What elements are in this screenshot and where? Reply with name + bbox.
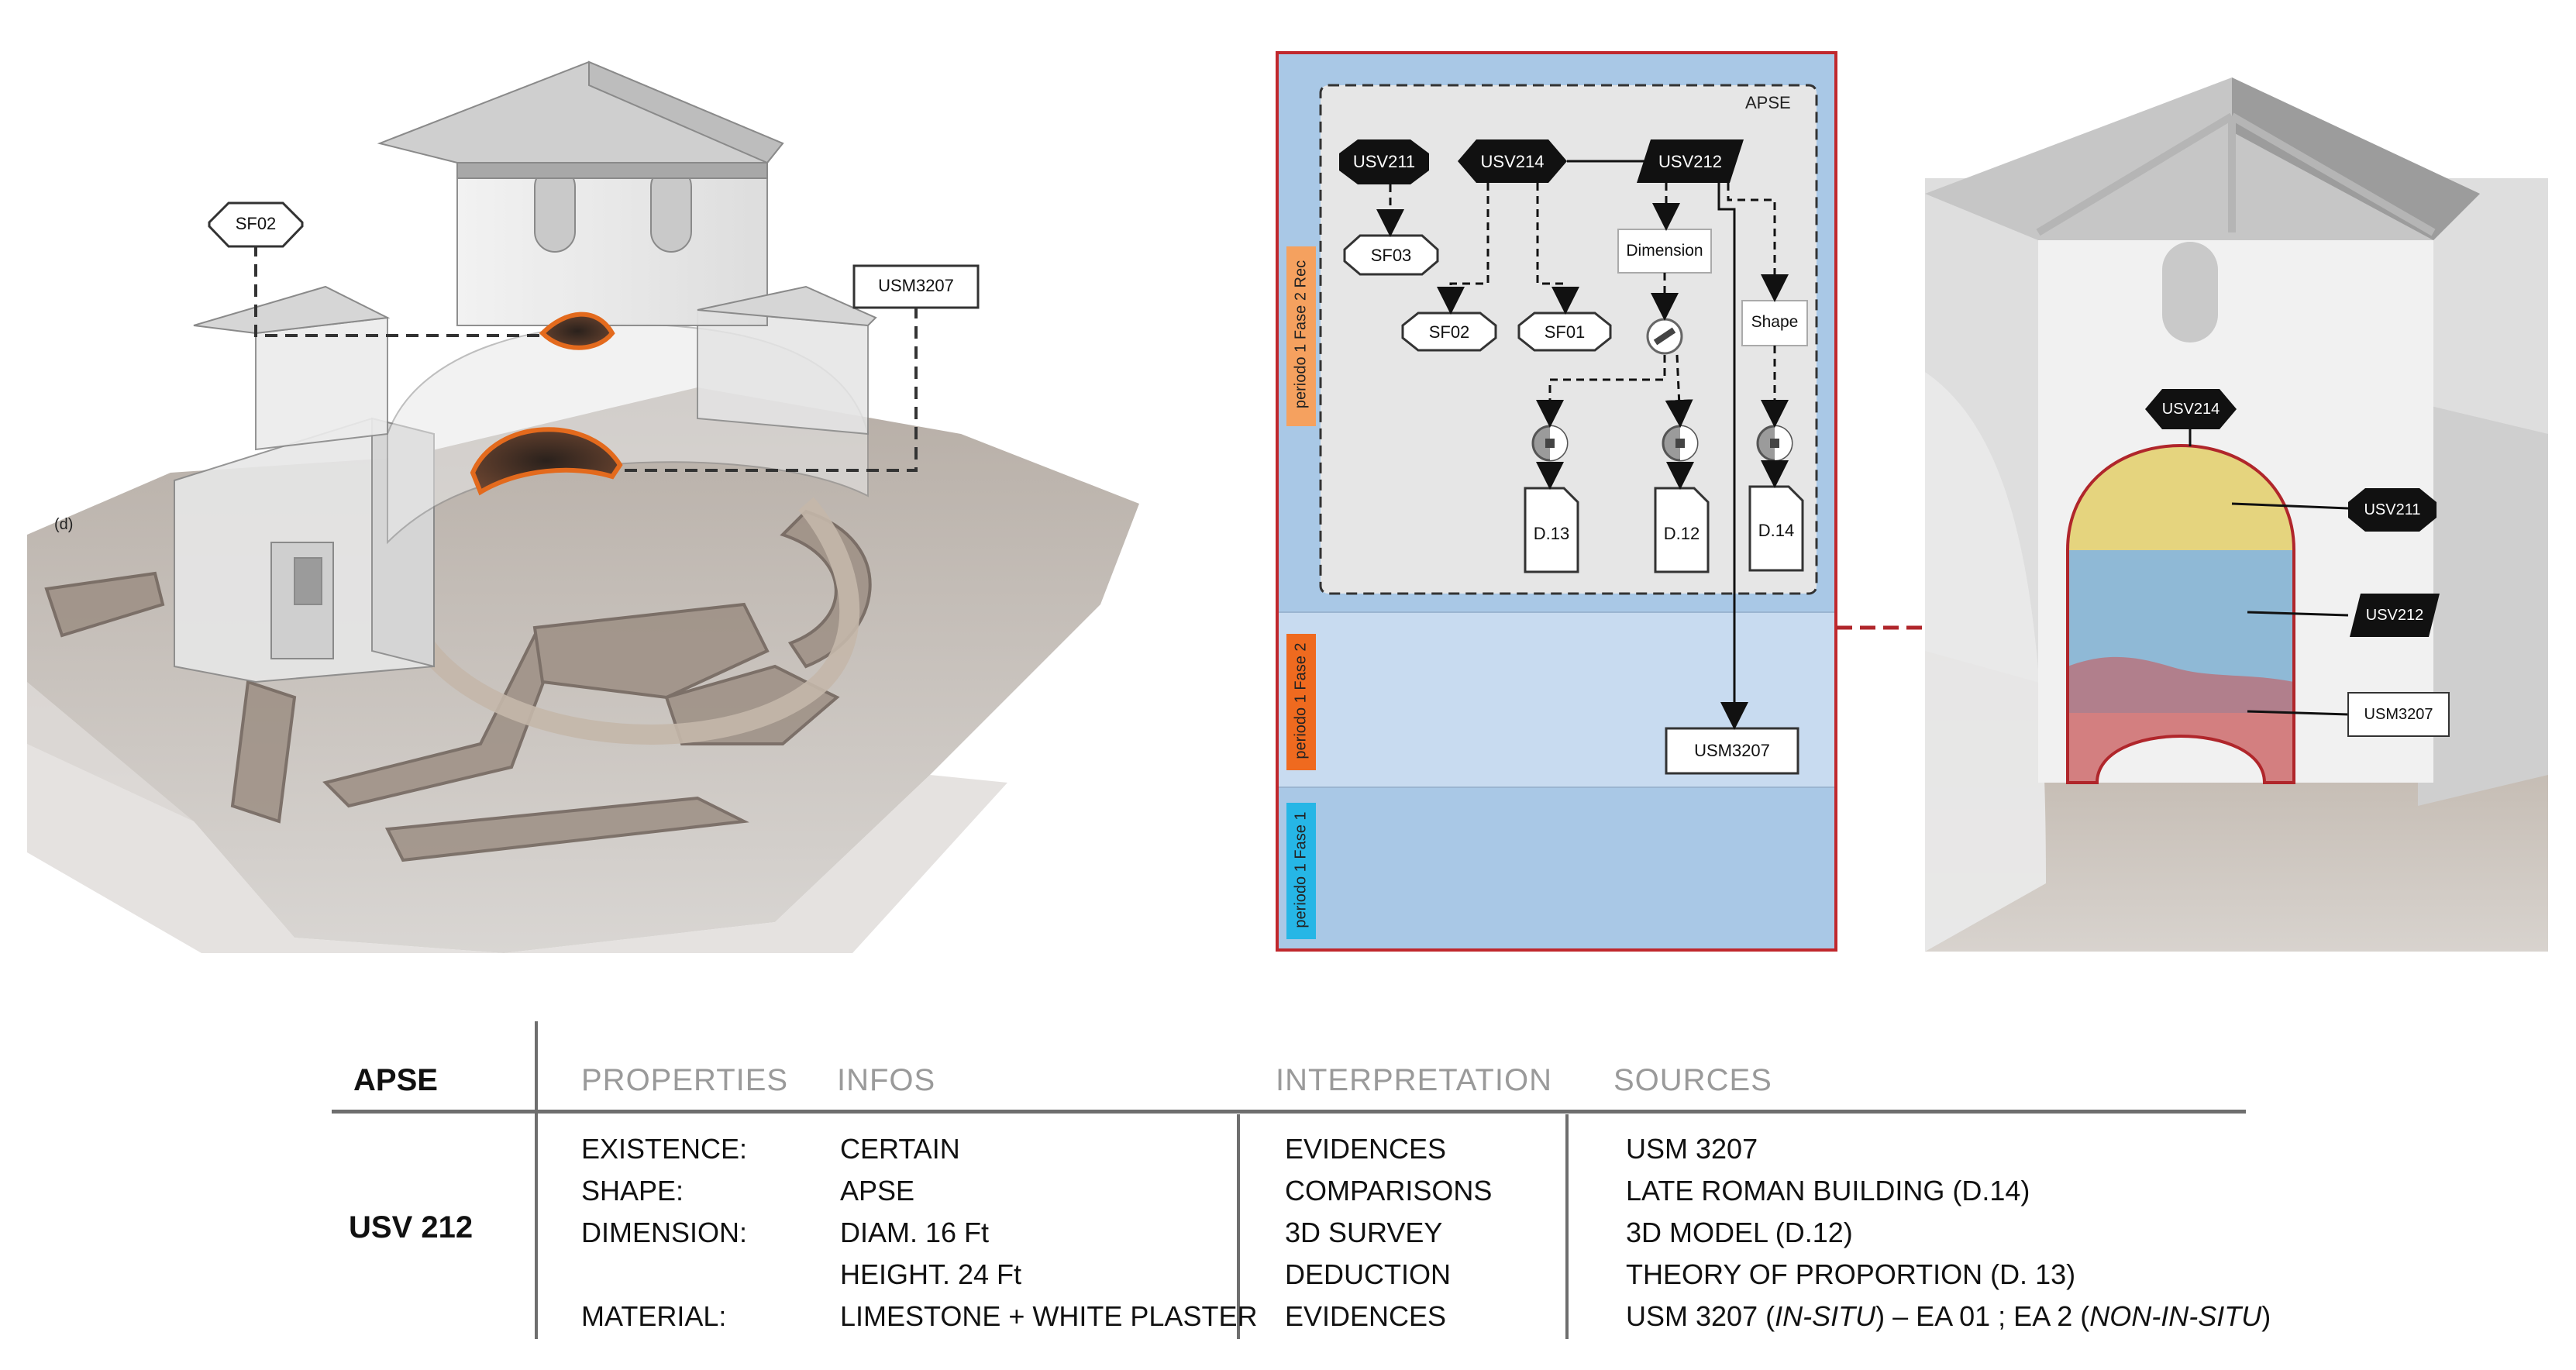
node-sf01-label: SF01 bbox=[1544, 322, 1586, 342]
label-d: (d) bbox=[54, 516, 74, 533]
section-roof bbox=[1925, 77, 2480, 240]
node-shape bbox=[1741, 300, 1808, 346]
row-2-info: APSE bbox=[840, 1175, 915, 1206]
right-label-usv212: USV212 bbox=[2365, 607, 2424, 624]
node-usv214-label: USV214 bbox=[1480, 152, 1545, 171]
building-body bbox=[174, 60, 877, 683]
label-usv214-shape bbox=[2145, 389, 2237, 429]
apse-wall-ground bbox=[393, 497, 860, 745]
row-5-source: USM 3207 (IN-SITU) – EA 01 ; EA 2 (NON-I… bbox=[1626, 1300, 2271, 1332]
stone-foundations bbox=[44, 509, 872, 862]
node-sf03 bbox=[1343, 234, 1439, 276]
row-1-interpretation: EVIDENCES bbox=[1285, 1133, 1447, 1165]
right-label-usv211: USV211 bbox=[2364, 501, 2421, 518]
row-3-source: 3D MODEL (D.12) bbox=[1626, 1217, 1853, 1248]
row-3-interpretation: 3D SURVEY bbox=[1285, 1217, 1443, 1248]
section-right-wall bbox=[2418, 403, 2548, 806]
group-apse-label: APSE bbox=[1745, 93, 1791, 112]
label-usv211-shape bbox=[2348, 488, 2437, 532]
node-usm3207-label: USM3207 bbox=[1694, 741, 1770, 760]
table-col-divider-2 bbox=[1237, 1114, 1240, 1339]
callout-sf02-shape bbox=[208, 201, 304, 248]
leader-usm3207 bbox=[620, 306, 918, 472]
apse-outline bbox=[2066, 444, 2295, 784]
node-dimension-label: Dimension bbox=[1626, 242, 1703, 260]
layer-usm3207 bbox=[2068, 713, 2294, 783]
node-d12-label: D.12 bbox=[1663, 524, 1700, 543]
callout-usm3207-shape bbox=[852, 264, 980, 309]
row-3-info: DIAM. 16 Ft bbox=[840, 1217, 990, 1248]
header-interpretation: INTERPRETATION bbox=[1276, 1063, 1552, 1097]
node-sf01 bbox=[1517, 312, 1612, 352]
vault-usm3207 bbox=[470, 427, 623, 496]
section-left-wall bbox=[1925, 372, 2046, 952]
node-usv214 bbox=[1458, 139, 1567, 183]
phase-tab-fase2 bbox=[1286, 634, 1316, 770]
row-2-property: SHAPE: bbox=[581, 1175, 684, 1206]
node-usv211 bbox=[1339, 139, 1429, 184]
lane-fase1 bbox=[1277, 787, 1836, 950]
node-d13-label: D.13 bbox=[1533, 524, 1570, 543]
header-infos: INFOS bbox=[837, 1063, 936, 1097]
table-top-rule bbox=[332, 1110, 2246, 1114]
row-3-property: DIMENSION: bbox=[581, 1217, 748, 1248]
extractor-icon-d14 bbox=[1756, 425, 1793, 462]
combiner-icon bbox=[1646, 318, 1683, 355]
row-5-interpretation: EVIDENCES bbox=[1285, 1300, 1447, 1332]
row-5-property: MATERIAL: bbox=[581, 1300, 727, 1332]
phase-tab-fase1 bbox=[1286, 803, 1316, 939]
row-4-source: THEORY OF PROPORTION (D. 13) bbox=[1626, 1258, 2076, 1290]
header-properties: PROPERTIES bbox=[581, 1063, 789, 1097]
leader-sf02 bbox=[254, 244, 542, 337]
header-sources: SOURCES bbox=[1613, 1063, 1772, 1097]
node-shape-label: Shape bbox=[1751, 313, 1799, 331]
right-label-usv214: USV214 bbox=[2161, 401, 2220, 418]
table-col-divider-3 bbox=[1565, 1114, 1569, 1339]
row-5-info: LIMESTONE + WHITE PLASTER bbox=[840, 1300, 1258, 1332]
extractor-icon-d12 bbox=[1662, 425, 1699, 462]
layer-usv211 bbox=[2068, 446, 2294, 550]
node-d14-label: D.14 bbox=[1758, 521, 1795, 540]
callout-usm3207-label: USM3207 bbox=[878, 276, 954, 295]
row-1-source: USM 3207 bbox=[1626, 1133, 1758, 1165]
row-4-interpretation: DEDUCTION bbox=[1285, 1258, 1451, 1290]
row-4-info: HEIGHT. 24 Ft bbox=[840, 1258, 1022, 1290]
table-col-divider-1 bbox=[535, 1021, 538, 1339]
row-2-interpretation: COMPARISONS bbox=[1285, 1175, 1493, 1206]
node-usm3207 bbox=[1665, 727, 1799, 775]
row-1-info: CERTAIN bbox=[840, 1133, 960, 1165]
node-sf03-label: SF03 bbox=[1370, 246, 1412, 265]
diagram-border bbox=[1276, 51, 1837, 952]
right-label-usm3207: USM3207 bbox=[2364, 706, 2433, 723]
row-1-property: EXISTENCE: bbox=[581, 1133, 748, 1165]
node-usv212-label: USV212 bbox=[1658, 152, 1722, 171]
table-section: APSE bbox=[353, 1063, 438, 1097]
node-dimension bbox=[1617, 229, 1712, 274]
edge-usv212-usm3207 bbox=[1717, 183, 1748, 730]
node-usv211-label: USV211 bbox=[1352, 152, 1416, 171]
label-usv212-shape bbox=[2350, 594, 2440, 637]
table-item: USV 212 bbox=[349, 1210, 474, 1244]
node-usv212 bbox=[1637, 139, 1744, 183]
vault-sf02 bbox=[539, 312, 615, 350]
node-sf02 bbox=[1401, 312, 1497, 352]
node-sf02-label: SF02 bbox=[1428, 322, 1470, 342]
callout-sf02-label: SF02 bbox=[235, 214, 277, 233]
label-usm3207-shape bbox=[2347, 692, 2450, 737]
phase-tab-fase2rec bbox=[1286, 246, 1316, 426]
row-2-source: LATE ROMAN BUILDING (D.14) bbox=[1626, 1175, 2030, 1206]
